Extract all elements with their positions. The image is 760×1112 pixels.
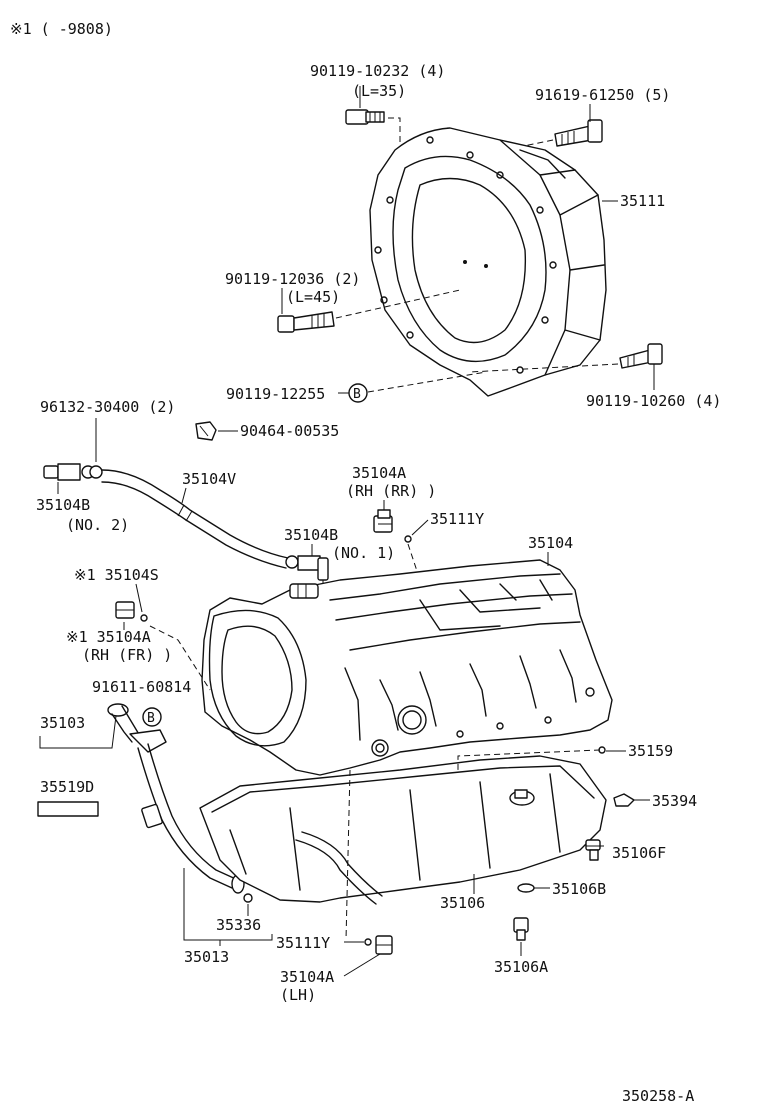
label-oring-35111y-top: 35111Y (430, 510, 484, 528)
callout-b-top: B (353, 387, 361, 402)
gasket-35394-icon (613, 793, 635, 807)
label-union-35104b-no2-sub: (NO. 2) (66, 516, 129, 534)
callout-b-lower-icon: B (142, 707, 162, 727)
label-plug-35106a: 35106A (494, 958, 548, 976)
diagram-code: 350258-A (622, 1087, 694, 1105)
label-union-35104b-no2: 35104B (36, 496, 90, 514)
label-clip-90464-00535: 90464-00535 (240, 422, 339, 440)
label-bolt-90119-12255: 90119-12255 (226, 385, 325, 403)
label-pan-35106: 35106 (440, 894, 485, 912)
plug-35104a-rr-icon (373, 509, 393, 533)
callout-b-lower: B (147, 711, 155, 726)
label-gasket-35159: 35159 (628, 742, 673, 760)
label-bolt-90119-10260: 90119-10260 (4) (586, 392, 721, 410)
oring-35111y-bottom-icon (364, 938, 372, 946)
plug-35106a-icon (513, 917, 529, 941)
label-plug-35106f: 35106F (612, 844, 666, 862)
label-bolt-91619-61250: 91619-61250 (5) (535, 86, 670, 104)
plug-35104s-oring-icon (140, 614, 148, 622)
oring-35336-icon (243, 893, 253, 903)
label-clamp-96132-30400: 96132-30400 (2) (40, 398, 175, 416)
label-case-35104: 35104 (528, 534, 573, 552)
label-tube-35013: 35013 (184, 948, 229, 966)
dipstick-tag-icon (37, 801, 99, 817)
bolt-90119-10232-icon (345, 109, 385, 125)
clip-90464-00535-icon (195, 421, 217, 441)
plug-35104a-lh-icon (375, 935, 393, 955)
bolt-90119-10260-icon (619, 343, 663, 369)
label-oring-35336: 35336 (216, 916, 261, 934)
union-35104b-no1-icon (285, 555, 329, 581)
label-plug-35104a-lh-sub: (LH) (280, 986, 316, 1004)
label-gauge-35519d: 35519D (40, 778, 94, 796)
label-plug-35104a-fr: ※1 35104A (66, 628, 151, 646)
plug-35104a-fr-icon (115, 601, 135, 619)
label-plug-35104a-fr-sub: (RH (FR) ) (82, 646, 172, 664)
label-bolt-90119-10232: 90119-10232 (4) (310, 62, 445, 80)
header-note: ※1 ( -9808) (10, 20, 113, 38)
bolt-91619-61250-icon (554, 119, 603, 147)
label-gasket-35394: 35394 (652, 792, 697, 810)
bolt-90119-12036-icon (277, 311, 335, 333)
label-bolt-90119-12036: 90119-12036 (2) (225, 270, 360, 288)
label-plug-35104a-lh: 35104A (280, 968, 334, 986)
label-union-35104b-no1: 35104B (284, 526, 338, 544)
label-bolt-90119-10232-length: (L=35) (352, 82, 406, 100)
label-gauge-35103: 35103 (40, 714, 85, 732)
label-bolt-91611-60814: 91611-60814 (92, 678, 191, 696)
oring-35111y-top-icon (404, 535, 412, 543)
callout-b-icon: B (348, 383, 368, 403)
gasket-35106b-icon (517, 883, 535, 893)
label-bolt-90119-12036-length: (L=45) (286, 288, 340, 306)
hose-35104v-icon (101, 469, 289, 569)
label-plug-35104a-rr: 35104A (352, 464, 406, 482)
label-plug-35104a-rr-sub: (RH (RR) ) (346, 482, 436, 500)
plug-35106f-icon (585, 839, 604, 861)
label-hose-35104v: 35104V (182, 470, 236, 488)
label-union-35104b-no1-sub: (NO. 1) (332, 544, 395, 562)
union-35104b-no2-icon (43, 463, 103, 481)
bell-housing-35111 (369, 127, 607, 397)
label-oring-35111y-bottom: 35111Y (276, 934, 330, 952)
label-housing-35111: 35111 (620, 192, 665, 210)
oil-pan-35106 (199, 755, 607, 905)
label-gasket-35106b: 35106B (552, 880, 606, 898)
label-plug-35104s: ※1 35104S (74, 566, 159, 584)
transmission-case-35104 (201, 559, 613, 776)
